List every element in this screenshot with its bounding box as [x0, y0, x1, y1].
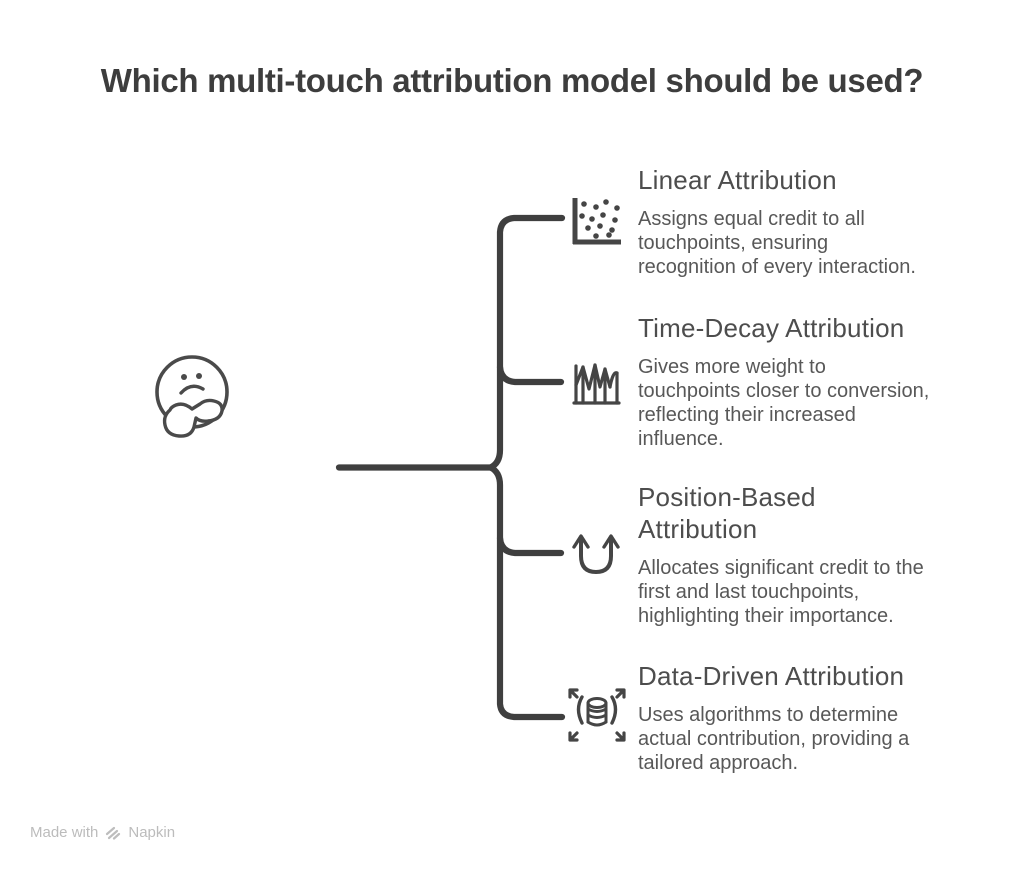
section-title-linear: Linear Attribution [638, 165, 837, 195]
section-title-time-decay: Time-Decay Attribution [638, 313, 905, 343]
section-description-position-based: Allocates significant credit to the firs… [638, 557, 924, 627]
scatter-plot-icon [572, 198, 621, 245]
section-title-data-driven: Data-Driven Attribution [638, 661, 905, 691]
made-with-label: Made with [30, 823, 99, 841]
napkin-brand-label: Napkin [128, 823, 176, 841]
section-description-time-decay: Gives more weight to touchpoints closer … [638, 356, 930, 450]
branch-connector [335, 214, 566, 721]
thinking-face-icon [155, 355, 229, 438]
section-description-data-driven: Uses algorithms to determine actual cont… [638, 704, 910, 774]
page-title: Which multi-touch attribution model shou… [100, 62, 924, 99]
section-title-position-based: Position-Based Attribution [638, 482, 816, 544]
section-description-linear: Assigns equal credit to all touchpoints,… [638, 208, 916, 278]
database-expand-icon [568, 688, 626, 742]
made-with-napkin-credit: Made with Napkin [30, 822, 175, 842]
u-turn-arrows-icon [572, 534, 620, 574]
napkin-logo-icon [106, 826, 121, 840]
decay-histogram-icon [572, 363, 621, 405]
